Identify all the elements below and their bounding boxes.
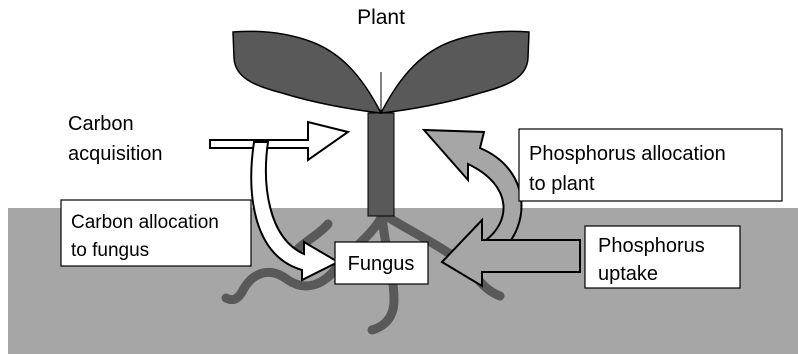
carbon-allocation-label-line-2: to fungus bbox=[71, 240, 149, 261]
carbon-acquisition-arrow bbox=[210, 122, 348, 160]
phosphorus-allocation-label-line-2: to plant bbox=[529, 173, 595, 195]
carbon-allocation-label-line-1: Carbon allocation bbox=[71, 212, 219, 233]
fungus-label: Fungus bbox=[348, 253, 415, 275]
plant-stem bbox=[368, 113, 394, 216]
phosphorus-uptake-label-line-1: Phosphorus bbox=[598, 235, 705, 257]
phosphorus-uptake-label-line-2: uptake bbox=[598, 263, 658, 285]
carbon-acquisition-label-line-2: acquisition bbox=[68, 143, 163, 165]
phosphorus-allocation-label-line-1: Phosphorus allocation bbox=[529, 143, 726, 165]
carbon-acquisition-label-line-1: Carbon bbox=[68, 113, 134, 135]
plant-leaf-left bbox=[233, 31, 381, 113]
plant-label: Plant bbox=[357, 6, 405, 29]
plant-leaf-right bbox=[381, 31, 529, 113]
